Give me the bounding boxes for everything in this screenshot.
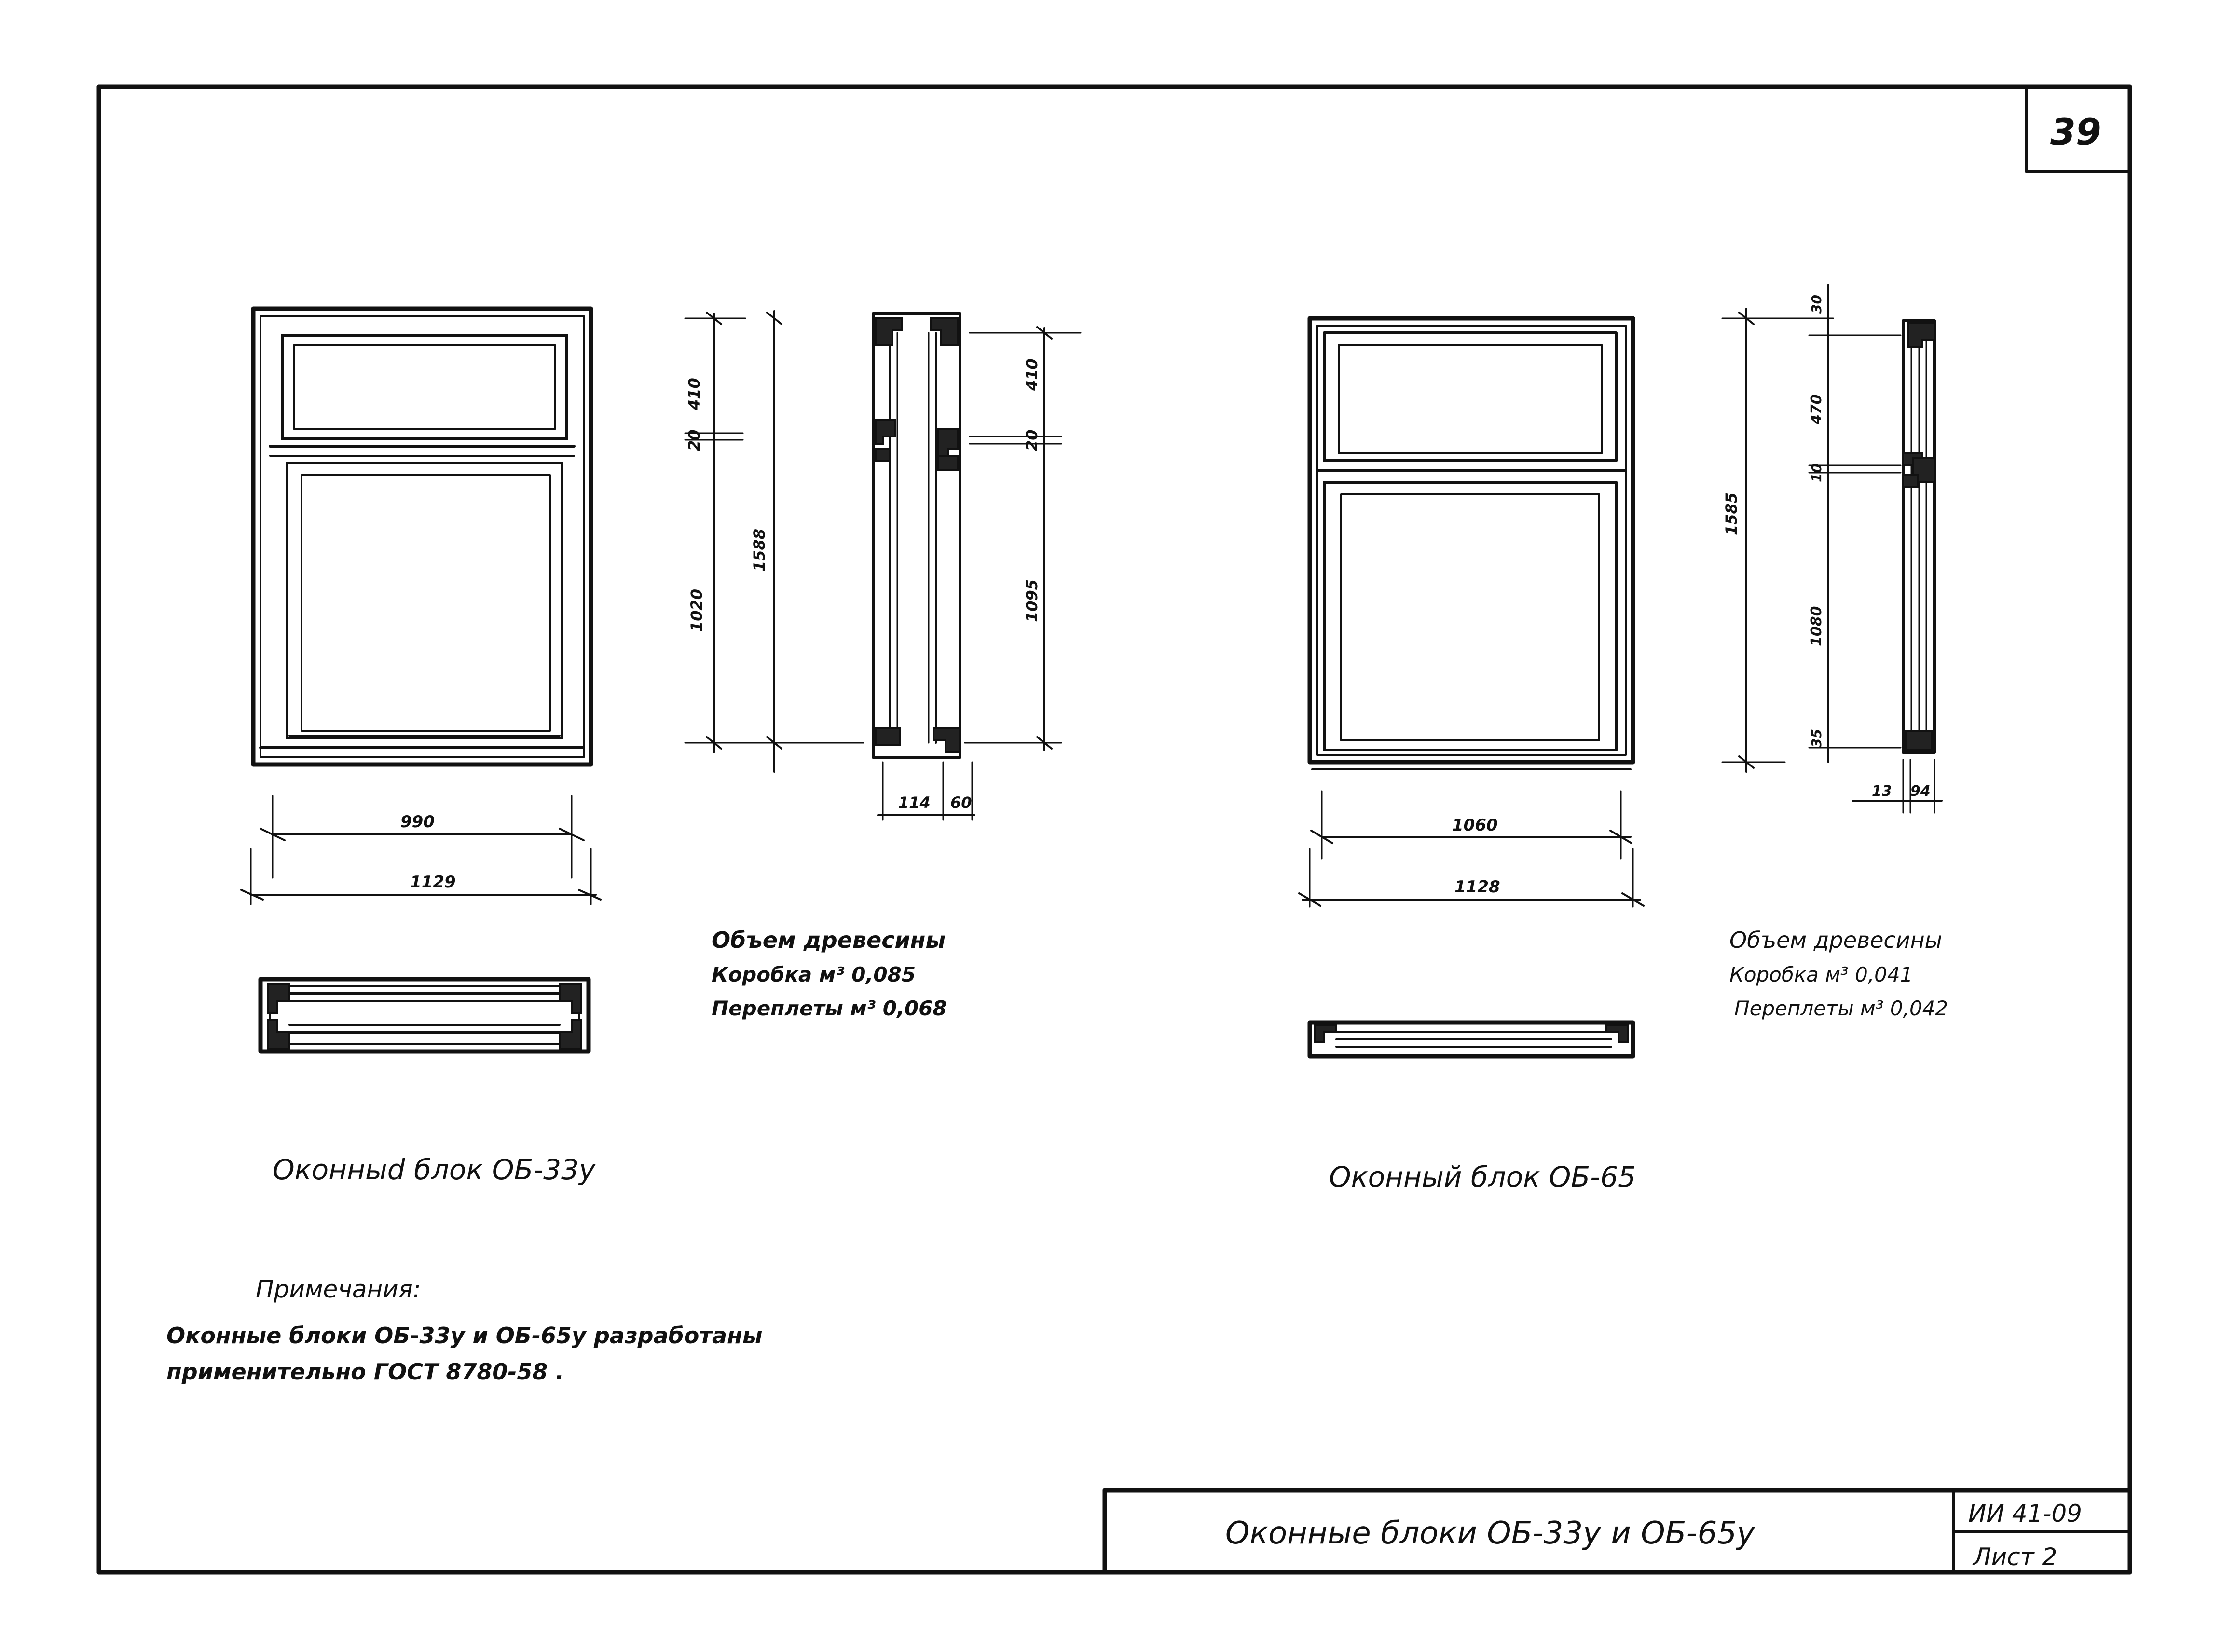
left-section-top-label: 410 xyxy=(1023,358,1041,391)
left-width-dimensions xyxy=(240,795,602,905)
title-block-sheet: Лист 2 xyxy=(1972,1543,2057,1571)
right-section-depth-b-label: 94 xyxy=(1910,783,1931,800)
left-height-dimensions xyxy=(684,310,864,773)
right-section-gap-label: 10 xyxy=(1809,464,1824,482)
right-wood-volume: Объем древесины Коробка м³ 0,041 Перепле… xyxy=(1729,927,1948,1020)
right-plan-section xyxy=(1307,1020,1635,1059)
left-wood-title: Объем древесины xyxy=(712,927,946,953)
title-block-title: Оконные блоки ОБ-33у и ОБ-65у xyxy=(1225,1515,1756,1551)
sheet-number: 39 xyxy=(2050,110,2101,153)
right-width-inner-label: 1060 xyxy=(1452,816,1498,835)
left-section-bottom-label: 1095 xyxy=(1023,579,1041,622)
left-wood-sash: Переплеты м³ 0,068 xyxy=(712,997,947,1020)
notes: Примечания: Оконные блоки ОБ-33у и ОБ-65… xyxy=(166,1275,762,1385)
left-plan-section xyxy=(258,977,591,1054)
right-width-dimensions xyxy=(1298,790,1645,908)
left-width-inner-label: 990 xyxy=(400,812,435,832)
right-height-total-label: 1585 xyxy=(1722,492,1741,535)
left-wood-volume: Объем древесины Коробка м³ 0,085 Перепле… xyxy=(712,927,947,1020)
right-block-caption: Оконный блок ОБ-65 xyxy=(1329,1160,1636,1193)
right-section-lower-label: 1080 xyxy=(1808,606,1825,647)
sheet-frame xyxy=(96,84,2132,1575)
left-height-gap-label: 20 xyxy=(685,429,703,451)
left-wood-box: Коробка м³ 0,085 xyxy=(712,963,916,986)
left-height-total-label: 1588 xyxy=(750,529,768,572)
right-section-top-label: 30 xyxy=(1809,295,1824,314)
right-window-elevation xyxy=(1307,316,1635,770)
left-block-caption: Оконныd блок ОБ-33у xyxy=(273,1153,596,1186)
left-section-gap-label: 20 xyxy=(1023,429,1041,451)
right-section-bottom-label: 35 xyxy=(1809,729,1824,748)
left-section-depth-b-label: 60 xyxy=(950,793,972,812)
right-vertical-section xyxy=(1902,319,1936,754)
right-wood-title: Объем древесины xyxy=(1729,927,1942,953)
left-section-depth-a-label: 114 xyxy=(898,793,931,812)
left-height-top-label: 410 xyxy=(685,378,703,410)
right-height-dimensions xyxy=(1721,284,1902,773)
title-block xyxy=(1102,1488,2132,1575)
right-wood-box: Коробка м³ 0,041 xyxy=(1729,963,1913,986)
notes-title: Примечания: xyxy=(256,1275,421,1303)
left-vertical-section xyxy=(872,312,961,759)
right-section-depth-dimensions xyxy=(1852,759,1943,814)
title-block-code: ИИ 41-09 xyxy=(1968,1500,2082,1528)
left-window-elevation xyxy=(251,306,593,767)
notes-line2: применительно ГОСТ 8780-58 . xyxy=(166,1359,564,1385)
right-wood-sash: Переплеты м³ 0,042 xyxy=(1734,997,1948,1020)
right-section-upper-label: 470 xyxy=(1808,394,1825,425)
left-width-outer-label: 1129 xyxy=(410,873,456,892)
left-section-dimensions xyxy=(877,326,1082,821)
left-height-bottom-label: 1020 xyxy=(687,589,706,632)
notes-line1: Оконные блоки ОБ-33у и ОБ-65у разработан… xyxy=(166,1323,762,1349)
right-section-depth-a-label: 13 xyxy=(1872,783,1892,800)
right-width-outer-label: 1128 xyxy=(1454,877,1500,897)
